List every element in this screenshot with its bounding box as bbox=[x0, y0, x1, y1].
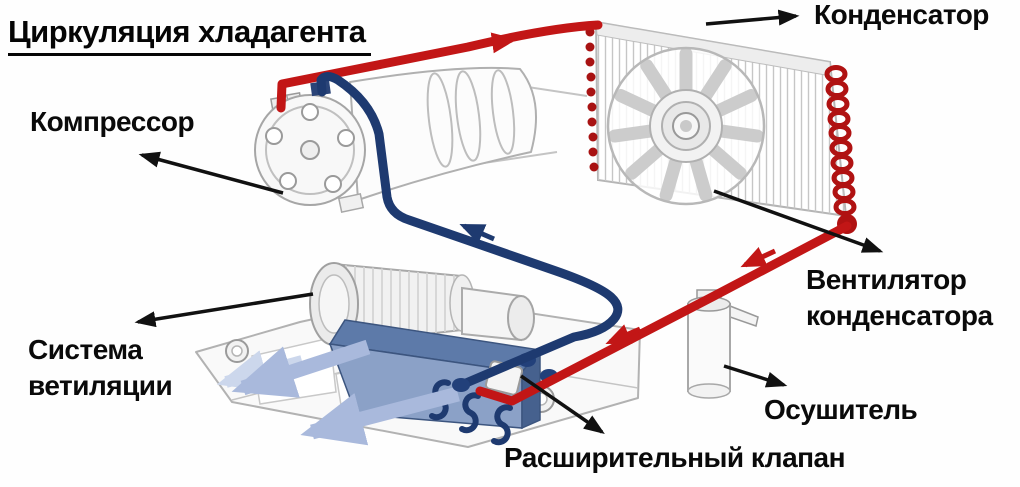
condenser-fan-drawing bbox=[606, 46, 766, 206]
compressor-drawing bbox=[254, 66, 588, 214]
low-pressure-pipe bbox=[316, 72, 623, 391]
label-expansion-valve: Расширительный клапан bbox=[504, 442, 846, 473]
label-ventilation-system: Система ветиляции bbox=[28, 334, 173, 401]
flow-arrow-left bbox=[605, 324, 641, 345]
air-flow-arrow bbox=[300, 386, 460, 446]
label-condenser-fan: Вентилятор конденсатора bbox=[806, 264, 993, 331]
air-flow-arrow bbox=[231, 339, 371, 398]
liquid-line bbox=[475, 221, 852, 406]
dryer-label-arrow bbox=[723, 364, 788, 388]
high-pressure-flow-arrows bbox=[477, 32, 777, 345]
label-compressor: Компрессор bbox=[30, 106, 195, 137]
flow-arrow-left bbox=[740, 247, 777, 268]
flow-arrow-right bbox=[477, 32, 517, 54]
condenser-inlet-coil bbox=[585, 27, 599, 172]
ventilation-unit-drawing bbox=[195, 262, 641, 448]
blower-motor-drawing bbox=[461, 286, 535, 342]
suction-line-fitting bbox=[452, 378, 470, 392]
condenser-outlet-coil bbox=[824, 65, 857, 216]
compressor-label-arrow bbox=[138, 151, 284, 195]
condenser-fan-label-arrow bbox=[713, 189, 884, 253]
expansion-valve-label-arrow bbox=[520, 374, 605, 434]
discharge-line bbox=[276, 20, 603, 113]
label-condenser: Конденсатор bbox=[814, 0, 989, 30]
air-flow-arrows bbox=[216, 339, 460, 446]
condenser-label-arrow bbox=[705, 9, 800, 26]
page-title: Циркуляция хладагента bbox=[8, 14, 372, 56]
label-dryer: Осушитель bbox=[764, 394, 918, 425]
low-pressure-flow-arrow bbox=[459, 223, 495, 244]
high-pressure-pipe bbox=[276, 20, 852, 406]
ventilation-label-arrow bbox=[134, 292, 314, 328]
label-arrows bbox=[134, 9, 884, 434]
